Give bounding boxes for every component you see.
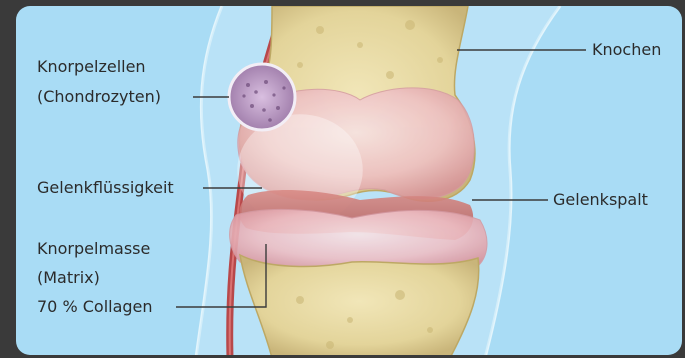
label-matrix: (Matrix)	[37, 266, 100, 290]
label-collagen: 70 % Collagen	[37, 295, 153, 319]
label-knochen: Knochen	[592, 38, 661, 62]
tibia-bone	[240, 255, 479, 358]
label-knorpelzellen: Knorpelzellen	[37, 55, 146, 79]
label-gelenkfluessigkeit: Gelenkflüssigkeit	[37, 176, 174, 200]
label-gelenkspalt: Gelenkspalt	[553, 188, 648, 212]
chondrocyte-magnifier	[229, 64, 295, 130]
label-knorpelmasse: Knorpelmasse	[37, 237, 150, 261]
label-chondrozyten: (Chondrozyten)	[37, 85, 161, 109]
